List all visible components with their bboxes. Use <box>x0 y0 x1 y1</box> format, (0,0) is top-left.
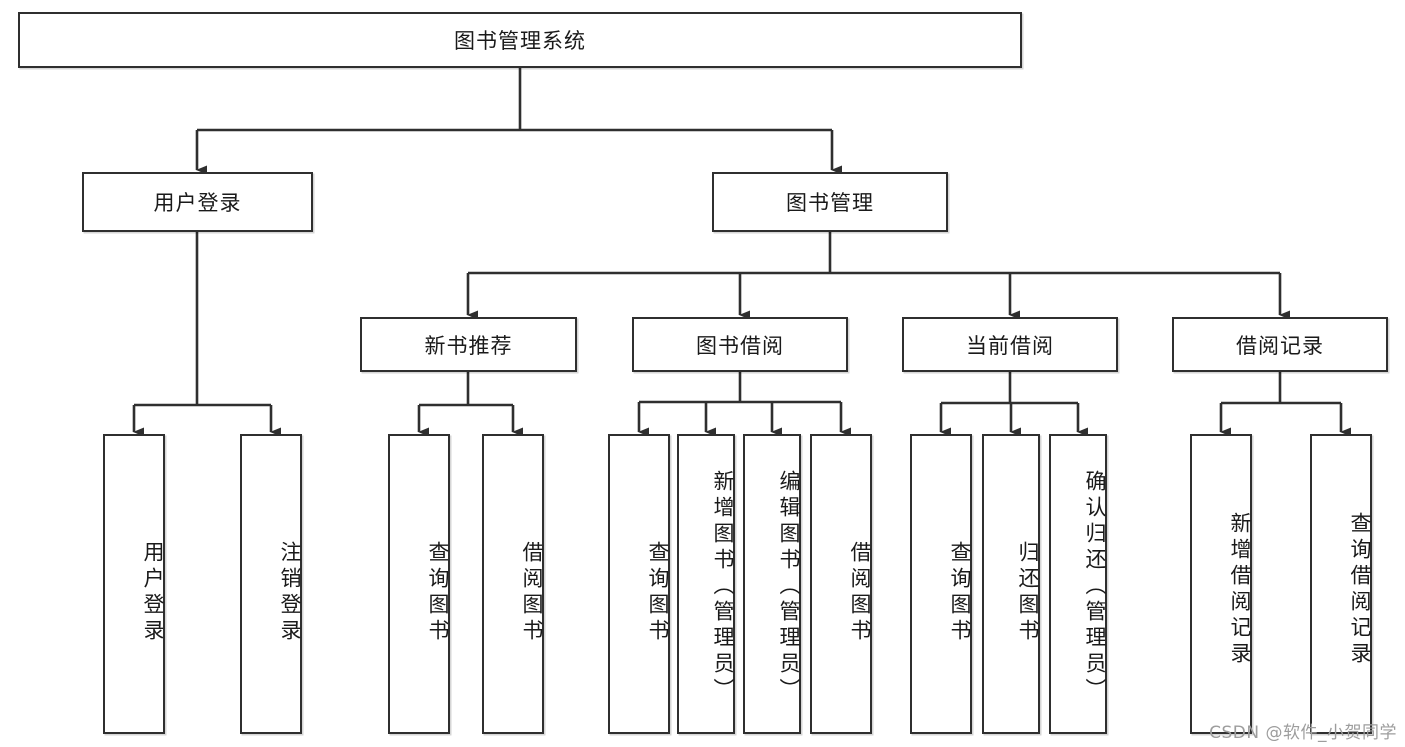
node-leaf-add-borrow-record-label: 新增借阅记录 <box>1228 512 1252 668</box>
node-leaf-borrow-book-new[interactable]: 借阅图书 <box>482 434 544 734</box>
node-leaf-add-book-admin-label: 新增图书（管理员） <box>711 470 735 704</box>
node-leaf-logout-label: 注销登录 <box>278 541 302 645</box>
node-leaf-user-login[interactable]: 用户登录 <box>103 434 165 734</box>
node-leaf-return-book-label: 归还图书 <box>1016 541 1040 645</box>
node-leaf-add-book-admin[interactable]: 新增图书（管理员） <box>677 434 735 734</box>
node-leaf-borrow-book[interactable]: 借阅图书 <box>810 434 872 734</box>
node-leaf-query-book-borrow[interactable]: 查询图书 <box>608 434 670 734</box>
node-book-borrow[interactable]: 图书借阅 <box>632 317 848 372</box>
node-leaf-user-login-label: 用户登录 <box>141 541 165 645</box>
node-leaf-confirm-return-admin-label: 确认归还（管理员） <box>1083 470 1107 704</box>
node-leaf-return-book[interactable]: 归还图书 <box>982 434 1040 734</box>
node-current-borrow[interactable]: 当前借阅 <box>902 317 1118 372</box>
node-leaf-edit-book-admin[interactable]: 编辑图书（管理员） <box>743 434 801 734</box>
node-borrow-record[interactable]: 借阅记录 <box>1172 317 1388 372</box>
node-root[interactable]: 图书管理系统 <box>18 12 1022 68</box>
node-leaf-query-book-current[interactable]: 查询图书 <box>910 434 972 734</box>
node-leaf-confirm-return-admin[interactable]: 确认归还（管理员） <box>1049 434 1107 734</box>
node-leaf-query-book-borrow-label: 查询图书 <box>646 541 670 645</box>
node-leaf-add-borrow-record[interactable]: 新增借阅记录 <box>1190 434 1252 734</box>
node-current-borrow-label: 当前借阅 <box>966 333 1054 358</box>
node-root-label: 图书管理系统 <box>454 29 586 53</box>
node-new-book-recommend-label: 新书推荐 <box>424 333 513 358</box>
node-leaf-logout[interactable]: 注销登录 <box>240 434 302 734</box>
node-leaf-query-book-new-label: 查询图书 <box>426 541 450 645</box>
node-book-borrow-label: 图书借阅 <box>696 333 784 358</box>
node-leaf-borrow-book-new-label: 借阅图书 <box>520 541 544 645</box>
node-leaf-query-borrow-record-label: 查询借阅记录 <box>1348 512 1372 668</box>
node-book-manage[interactable]: 图书管理 <box>712 172 948 232</box>
node-leaf-edit-book-admin-label: 编辑图书（管理员） <box>777 470 801 704</box>
watermark: CSDN @软件_小贺同学 <box>1209 723 1397 743</box>
node-leaf-query-borrow-record[interactable]: 查询借阅记录 <box>1310 434 1372 734</box>
node-borrow-record-label: 借阅记录 <box>1236 333 1324 358</box>
node-leaf-query-book-current-label: 查询图书 <box>948 541 972 645</box>
node-user-login[interactable]: 用户登录 <box>82 172 313 232</box>
node-user-login-label: 用户登录 <box>153 191 242 215</box>
node-leaf-query-book-new[interactable]: 查询图书 <box>388 434 450 734</box>
node-leaf-borrow-book-label: 借阅图书 <box>848 541 872 645</box>
node-new-book-recommend[interactable]: 新书推荐 <box>360 317 577 372</box>
node-book-manage-label: 图书管理 <box>786 191 874 215</box>
